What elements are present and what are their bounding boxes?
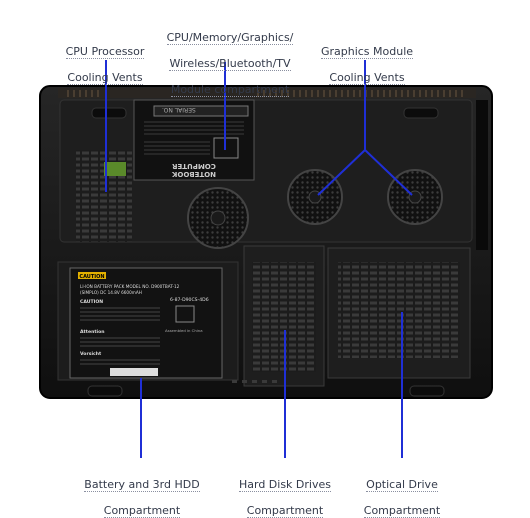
label-module-line2: Wireless/Bluetooth/TV (169, 57, 291, 71)
label-cpu-vents-line2: Cooling Vents (67, 71, 143, 85)
cpu-fan-hub (210, 210, 226, 226)
sticker-brand-line-1: NOTEBOOK (171, 170, 216, 178)
battery-attention: Attention (80, 329, 105, 335)
label-hdd-line2: Compartment (246, 504, 324, 518)
label-optical-line2: Compartment (363, 504, 441, 518)
leader-graphics-vents-left (317, 149, 366, 196)
label-graphics-vents: Graphics Module Cooling Vents (312, 32, 422, 85)
rohs-sticker (104, 162, 126, 176)
sticker-brand-line-2: COMPUTER (171, 162, 215, 170)
label-module-line3: Module compartment (170, 83, 290, 97)
label-battery-hdd: Battery and 3rd HDD Compartment (72, 465, 212, 518)
rear-vent-strip (58, 88, 476, 98)
battery-label (69, 267, 223, 379)
battery-caution-tag-text: CAUTION (79, 274, 104, 280)
battery-cert-marks (175, 305, 195, 323)
bottom-slots (232, 380, 277, 383)
battery-caution: CAUTION (80, 299, 103, 305)
battery-barcode (110, 368, 158, 376)
label-battery-line2: Compartment (103, 504, 181, 518)
rubber-foot-top-left (91, 107, 127, 119)
label-cpu-vents: CPU Processor Cooling Vents (50, 32, 160, 85)
rear-vent-slots (67, 90, 463, 97)
battery-part: 6-87-D90CS-4D6 (170, 297, 209, 303)
battery-title: LI-ION BATTERY PACK MODEL NO. D900TBAT-1… (80, 284, 180, 289)
rubber-foot-bottom-right (409, 385, 445, 397)
optical-vent-grill (338, 262, 460, 358)
rubber-foot-top-right (403, 107, 439, 119)
battery-origin: Assembled in China (165, 328, 203, 333)
label-optical: Optical Drive Compartment (352, 465, 452, 518)
label-optical-line1: Optical Drive (366, 478, 438, 492)
battery-spec: (SIMPLO) DC 14.8V 6600mAH (80, 290, 142, 295)
label-battery-line1: Battery and 3rd HDD (84, 478, 200, 492)
product-sticker-serial-box (153, 105, 249, 117)
label-hard-disk: Hard Disk Drives Compartment (225, 465, 345, 518)
label-module-line1: CPU/Memory/Graphics/ (166, 31, 294, 45)
label-graphics-line2: Cooling Vents (329, 71, 405, 85)
label-cpu-vents-line1: CPU Processor (65, 45, 145, 59)
battery-vorsicht: Vorsicht (80, 351, 102, 357)
label-hdd-line1: Hard Disk Drives (238, 478, 331, 492)
label-graphics-line1: Graphics Module (320, 45, 414, 59)
sticker-fine-print (144, 121, 244, 155)
label-module-compartment: CPU/Memory/Graphics/ Wireless/Bluetooth/… (160, 18, 300, 97)
sticker-serial: SERIAL NO. (162, 106, 196, 113)
leader-graphics-vents-right (364, 149, 413, 196)
battery-fine-print (80, 307, 160, 365)
battery-caution-tag (78, 272, 106, 279)
rubber-foot-bottom-left (87, 385, 123, 397)
side-ports (476, 100, 488, 250)
